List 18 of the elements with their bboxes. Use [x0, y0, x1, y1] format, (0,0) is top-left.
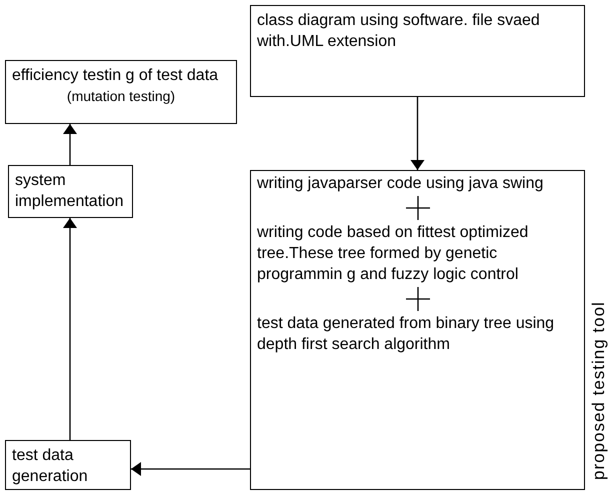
process-box — [5, 440, 131, 490]
box-text: writing javaparser code using java swing — [257, 174, 544, 194]
box-subtext: writing code based on fittest optimized tree.These tree formed by genetic programmin g and fuzzy logic control — [257, 223, 530, 285]
box-subtext: (mutation testing) — [66, 87, 176, 106]
arrow — [63, 124, 77, 165]
box-subtext: test data generated from binary tree using depth first search algorithm — [257, 314, 556, 355]
box-text: class diagram using software. file svaed with.UML extension — [257, 11, 541, 52]
process-box — [5, 60, 237, 124]
side-label: proposed testing tool — [589, 301, 609, 480]
arrow — [410, 97, 424, 170]
box-text: test data generation — [12, 446, 89, 487]
box-text: system implementation — [15, 171, 124, 212]
arrow — [131, 462, 250, 476]
box-text: efficiency testin g of test data — [12, 66, 220, 86]
process-box — [250, 170, 585, 490]
process-box — [250, 5, 585, 97]
arrow — [63, 218, 77, 440]
process-box — [8, 165, 133, 218]
